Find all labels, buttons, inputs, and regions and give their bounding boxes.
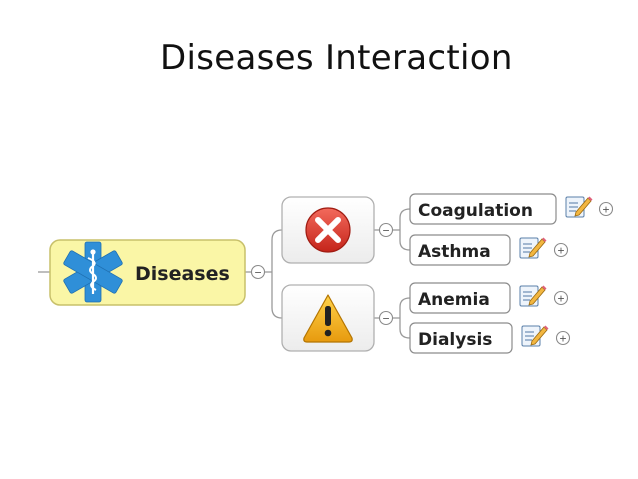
warning-triangle-icon xyxy=(303,294,353,343)
group-node-error[interactable] xyxy=(281,196,375,264)
note-pencil-icon[interactable] xyxy=(565,196,593,218)
group-warning-collapse-button[interactable]: − xyxy=(378,310,394,326)
connector-lines xyxy=(38,208,411,339)
note-pencil-icon[interactable] xyxy=(521,325,549,347)
leaf-node-label: Coagulation xyxy=(418,201,533,221)
svg-text:+: + xyxy=(602,203,609,217)
expand-button[interactable]: + xyxy=(553,242,569,258)
expand-button[interactable]: + xyxy=(555,330,571,346)
svg-text:+: + xyxy=(559,332,566,346)
svg-text:−: − xyxy=(382,224,389,238)
leaf-node-anemia[interactable]: Anemia xyxy=(409,282,511,314)
note-pencil-icon[interactable] xyxy=(519,285,547,307)
connector-line xyxy=(271,272,283,319)
leaf-node-dialysis[interactable]: Dialysis xyxy=(409,322,513,354)
root-node[interactable]: Diseases xyxy=(49,239,246,306)
leaf-node-label: Asthma xyxy=(418,242,491,262)
expand-button[interactable]: + xyxy=(553,290,569,306)
leaf-node-label: Dialysis xyxy=(418,330,492,350)
group-error-collapse-button[interactable]: − xyxy=(378,222,394,238)
star-of-life-icon xyxy=(63,241,123,303)
svg-text:+: + xyxy=(557,292,564,306)
connector-line xyxy=(399,230,411,251)
connector-line xyxy=(271,229,283,272)
svg-text:−: − xyxy=(382,312,389,326)
red-x-icon xyxy=(305,207,351,253)
connector-line xyxy=(399,208,411,230)
leaf-node-asthma[interactable]: Asthma xyxy=(409,234,511,266)
note-pencil-icon[interactable] xyxy=(519,237,547,259)
connector-line xyxy=(399,318,411,339)
leaf-node-coagulation[interactable]: Coagulation xyxy=(409,193,557,225)
expand-button[interactable]: + xyxy=(598,201,614,217)
svg-text:+: + xyxy=(557,244,564,258)
group-node-warning[interactable] xyxy=(281,284,375,352)
root-node-label: Diseases xyxy=(135,263,230,285)
root-collapse-button[interactable]: − xyxy=(250,264,266,280)
svg-text:−: − xyxy=(254,266,261,280)
leaf-node-label: Anemia xyxy=(418,290,490,310)
connector-line xyxy=(399,297,411,318)
page-title: Diseases Interaction xyxy=(160,38,513,78)
